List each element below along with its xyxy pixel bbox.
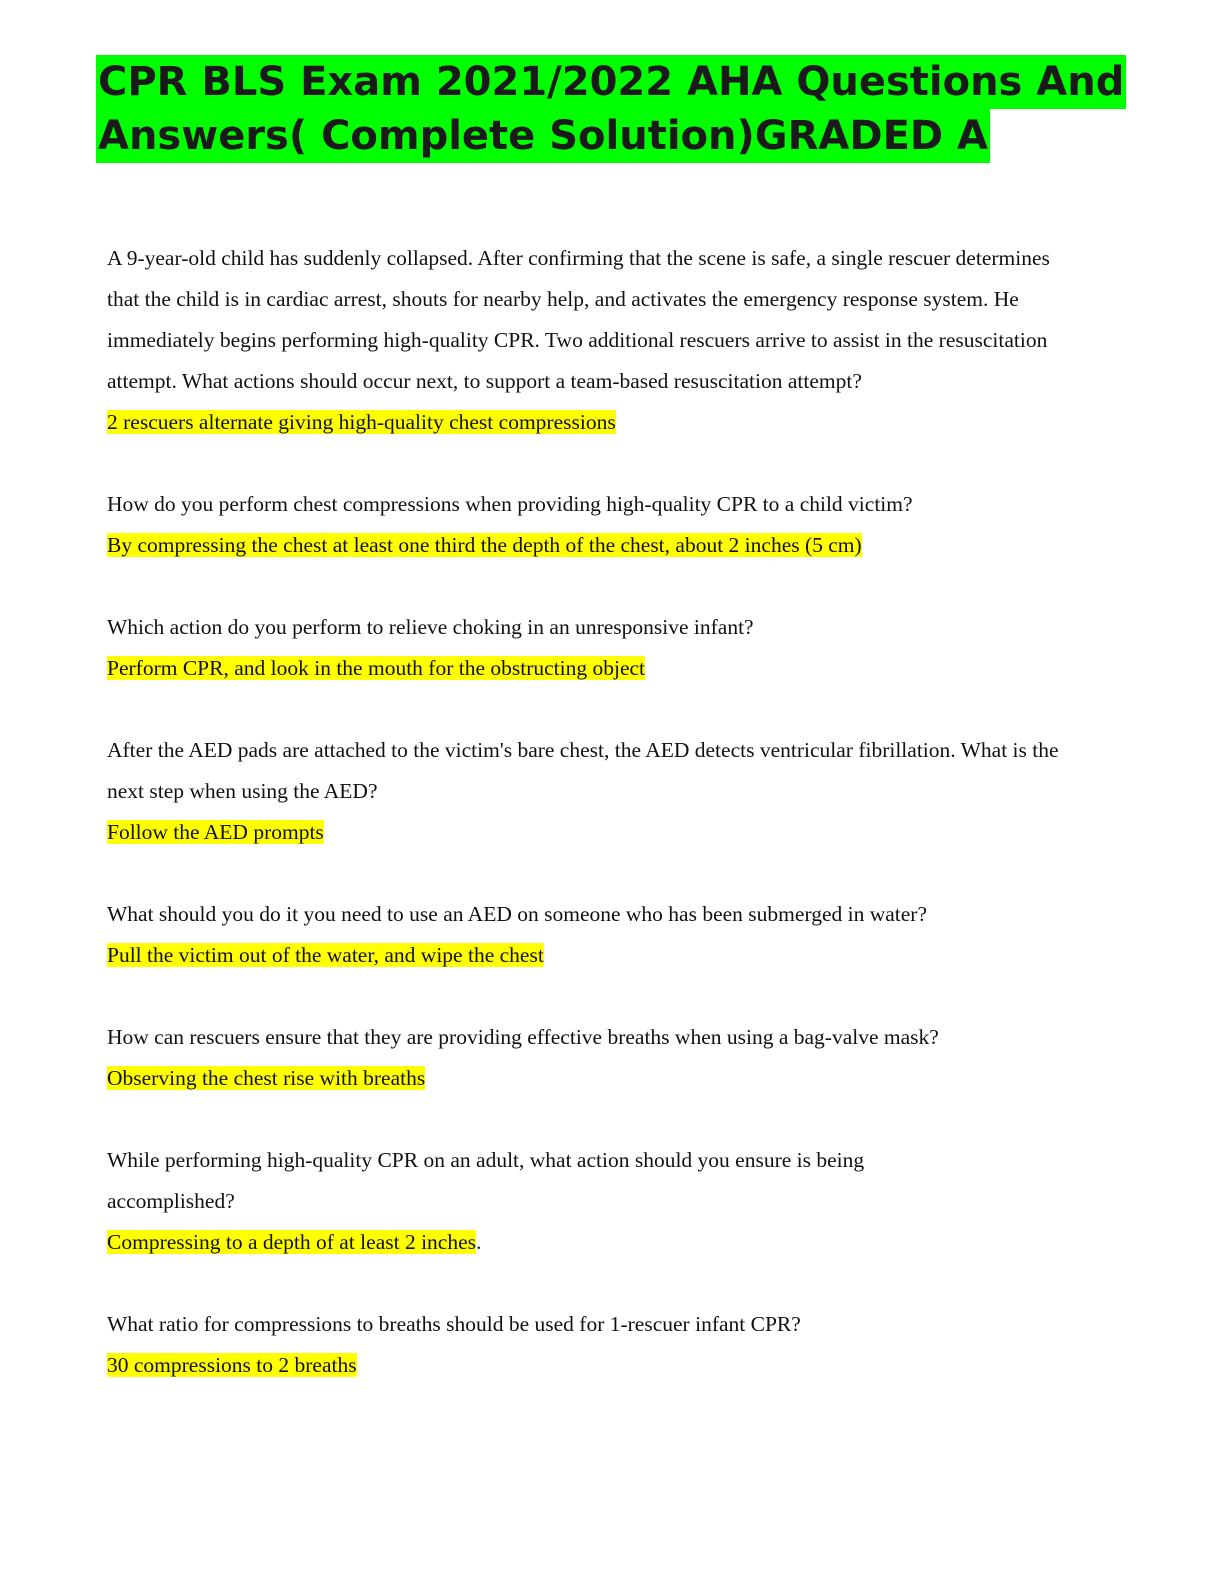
question-text: How do you perform chest compressions wh… bbox=[107, 492, 913, 516]
answer-highlight: 2 rescuers alternate giving high-quality… bbox=[107, 410, 616, 434]
answer: Perform CPR, and look in the mouth for t… bbox=[107, 648, 1067, 689]
answer-highlight: By compressing the chest at least one th… bbox=[107, 533, 862, 557]
answer-highlight: Compressing to a depth of at least 2 inc… bbox=[107, 1230, 477, 1254]
answer-highlight: Observing the chest rise with breaths bbox=[107, 1066, 426, 1090]
qa-item: What should you do it you need to use an… bbox=[107, 894, 1067, 976]
qa-item: Which action do you perform to relieve c… bbox=[107, 607, 1067, 689]
question-text: What ratio for compressions to breaths s… bbox=[107, 1312, 801, 1336]
question-text: While performing high-quality CPR on an … bbox=[107, 1148, 865, 1213]
question-text: Which action do you perform to relieve c… bbox=[107, 615, 754, 639]
answer-highlight: Pull the victim out of the water, and wi… bbox=[107, 943, 544, 967]
answer: 2 rescuers alternate giving high-quality… bbox=[107, 402, 1067, 443]
answer: Pull the victim out of the water, and wi… bbox=[107, 935, 1067, 976]
answer: Follow the AED prompts bbox=[107, 812, 1067, 853]
document-title: CPR BLS Exam 2021/2022 AHA Questions And… bbox=[96, 55, 1127, 163]
answer-highlight: Follow the AED prompts bbox=[107, 820, 324, 844]
qa-item: While performing high-quality CPR on an … bbox=[107, 1140, 1067, 1263]
answer-highlight: Perform CPR, and look in the mouth for t… bbox=[107, 656, 646, 680]
question-text: What should you do it you need to use an… bbox=[107, 902, 928, 926]
qa-list: A 9-year-old child has suddenly collapse… bbox=[107, 238, 1067, 1386]
qa-item: How do you perform chest compressions wh… bbox=[107, 484, 1067, 566]
qa-item: After the AED pads are attached to the v… bbox=[107, 730, 1067, 853]
answer-highlight: 30 compressions to 2 breaths bbox=[107, 1353, 357, 1377]
qa-item: A 9-year-old child has suddenly collapse… bbox=[107, 238, 1067, 443]
question-text: How can rescuers ensure that they are pr… bbox=[107, 1025, 939, 1049]
answer-suffix: . bbox=[476, 1230, 482, 1254]
title-line-2: Answers( Complete Solution)GRADED A bbox=[96, 109, 990, 163]
title-line-1: CPR BLS Exam 2021/2022 AHA Questions And bbox=[96, 55, 1127, 109]
answer: Observing the chest rise with breaths bbox=[107, 1058, 1067, 1099]
qa-item: How can rescuers ensure that they are pr… bbox=[107, 1017, 1067, 1099]
answer: 30 compressions to 2 breaths bbox=[107, 1345, 1067, 1386]
qa-item: What ratio for compressions to breaths s… bbox=[107, 1304, 1067, 1386]
question-text: A 9-year-old child has suddenly collapse… bbox=[107, 246, 1050, 393]
question-text: After the AED pads are attached to the v… bbox=[107, 738, 1059, 803]
answer: Compressing to a depth of at least 2 inc… bbox=[107, 1222, 1067, 1263]
answer: By compressing the chest at least one th… bbox=[107, 525, 1067, 566]
